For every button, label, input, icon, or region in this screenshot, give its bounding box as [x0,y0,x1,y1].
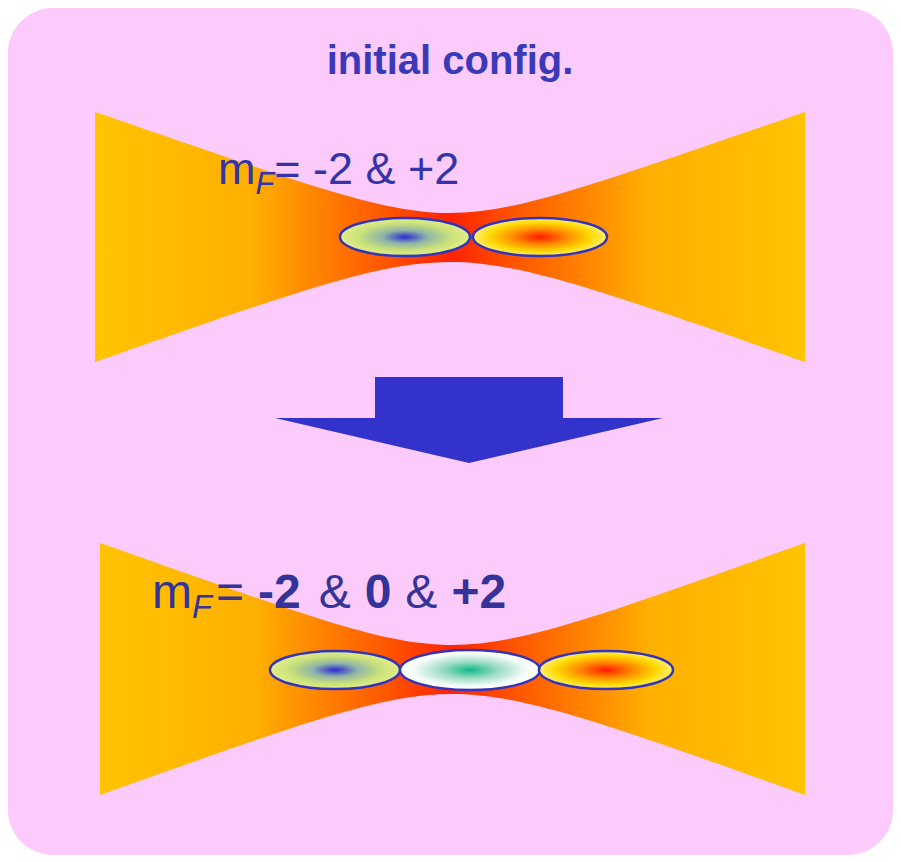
quantum-number: m [218,143,256,194]
laser-beam [95,112,805,362]
panel-background [8,8,893,855]
text-line: initial config. [327,40,574,80]
value-text: +2 [451,565,506,618]
laser-beam [100,543,805,795]
subscript: F [192,588,212,625]
atom-cloud [473,218,607,256]
quantum-number: m [152,565,192,618]
down-arrow [275,377,663,463]
equals-sign: = [216,565,244,618]
value-text: = -2 & +2 [274,143,459,194]
atom-cloud [340,218,470,256]
atom-cloud [270,651,400,689]
heading-text: initial config. [327,38,574,82]
value-text: 0 [365,565,392,618]
text-line: mF=-2&0&+2 [152,568,506,624]
value-text: -2 [258,565,301,618]
atom-cloud [539,651,673,689]
separator: & [319,565,351,618]
separator: & [405,565,437,618]
subscript: F [256,166,275,200]
atom-cloud [400,650,540,690]
text-line: mF= -2 & +2 [218,146,459,198]
